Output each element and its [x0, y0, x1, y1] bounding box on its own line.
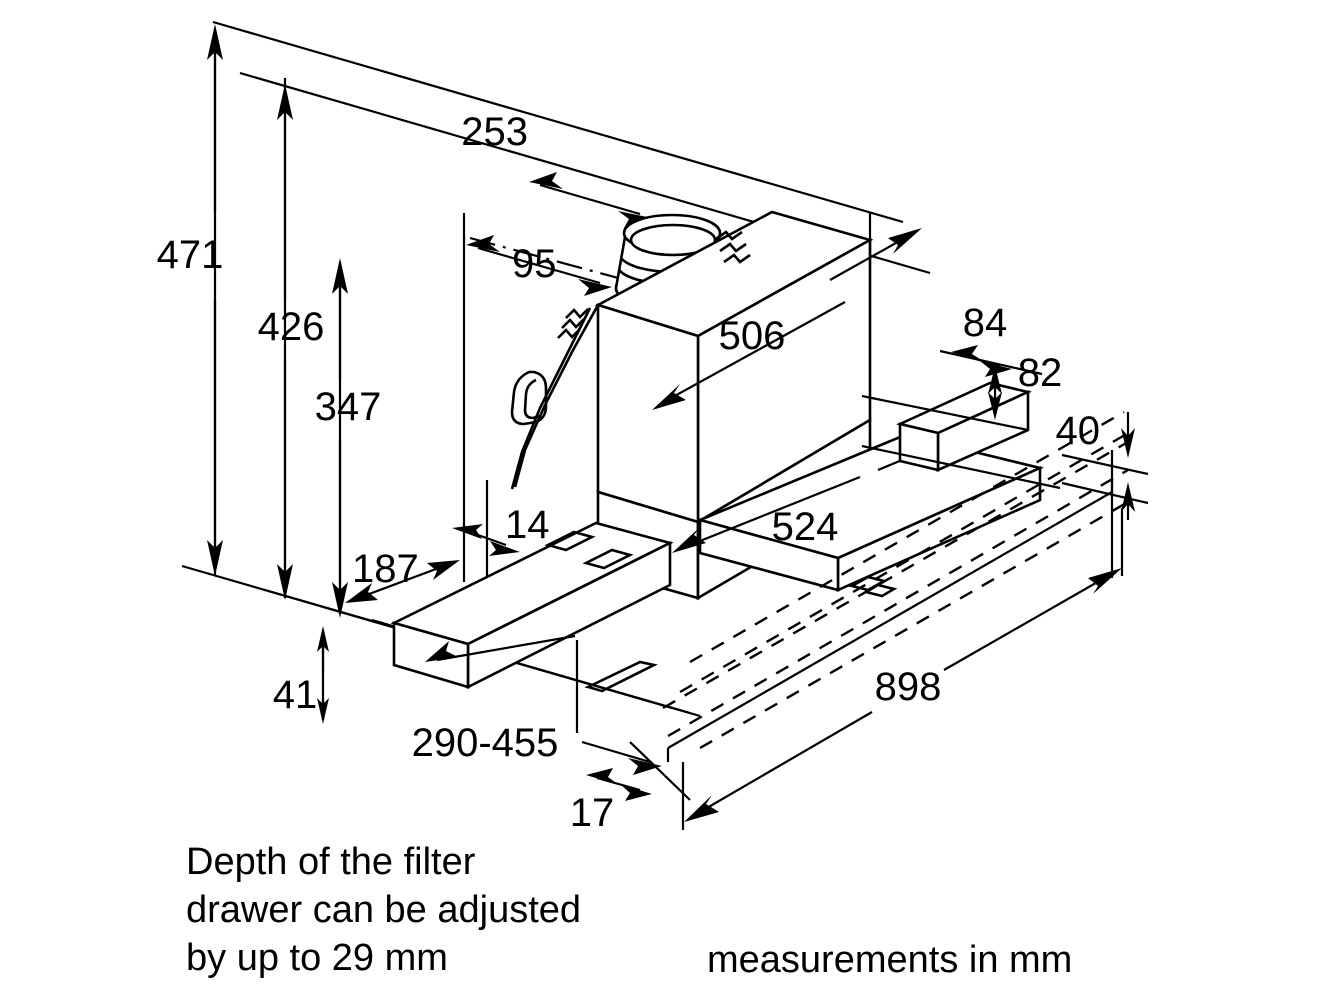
dimension-40: 40	[1056, 409, 1149, 578]
dimension-label-471: 471	[157, 233, 224, 277]
dimension-label-17: 17	[570, 791, 615, 835]
dimension-label-14: 14	[505, 503, 550, 547]
dimension-426: 426	[258, 84, 325, 600]
dimension-471: 471	[157, 24, 224, 576]
dimension-label-41: 41	[273, 673, 318, 717]
telescopic-housing-front-edges	[666, 478, 1114, 762]
dimension-label-95: 95	[512, 242, 557, 286]
dimension-label-40: 40	[1056, 409, 1101, 453]
dimension-label-426: 426	[258, 305, 325, 349]
dimension-label-290-455: 290-455	[412, 721, 559, 765]
note-line-2: drawer can be adjusted	[186, 889, 581, 931]
dimension-347: 347	[315, 258, 382, 618]
dimension-41: 41	[273, 626, 329, 724]
dimension-17: 17	[570, 741, 691, 835]
dimension-label-524: 524	[772, 505, 839, 549]
note-units: measurements in mm	[707, 939, 1072, 981]
dimension-82: 82	[988, 351, 1062, 420]
dimension-84: 84	[951, 301, 1012, 377]
cable-hinge-detail	[510, 230, 751, 490]
dimension-290-455: 290-455	[412, 634, 662, 775]
dimension-253: 253	[461, 110, 701, 302]
note-line-3: by up to 29 mm	[186, 937, 448, 979]
dimension-label-84: 84	[963, 301, 1008, 345]
dimension-14: 14	[452, 480, 550, 598]
control-slider-detail	[848, 575, 898, 598]
units-note-label: measurements in mm	[707, 939, 1072, 981]
dimension-label-253: 253	[461, 110, 528, 154]
filter-drawer	[390, 521, 674, 693]
dimension-label-82: 82	[1018, 351, 1063, 395]
note-filter-depth: Depth of the filter drawer can be adjust…	[186, 841, 581, 979]
hood-body: 506	[594, 210, 922, 525]
dimension-95: 95	[466, 235, 612, 296]
dimension-label-506: 506	[719, 314, 786, 358]
dimension-187: 187	[345, 547, 460, 603]
dimension-label-187: 187	[352, 547, 419, 591]
dimension-label-347: 347	[315, 385, 382, 429]
note-line-1: Depth of the filter	[186, 841, 476, 883]
dimension-label-898: 898	[875, 665, 942, 709]
telescopic-housing-hidden-edges	[662, 410, 1131, 750]
dimension-898: 898	[681, 508, 1124, 830]
